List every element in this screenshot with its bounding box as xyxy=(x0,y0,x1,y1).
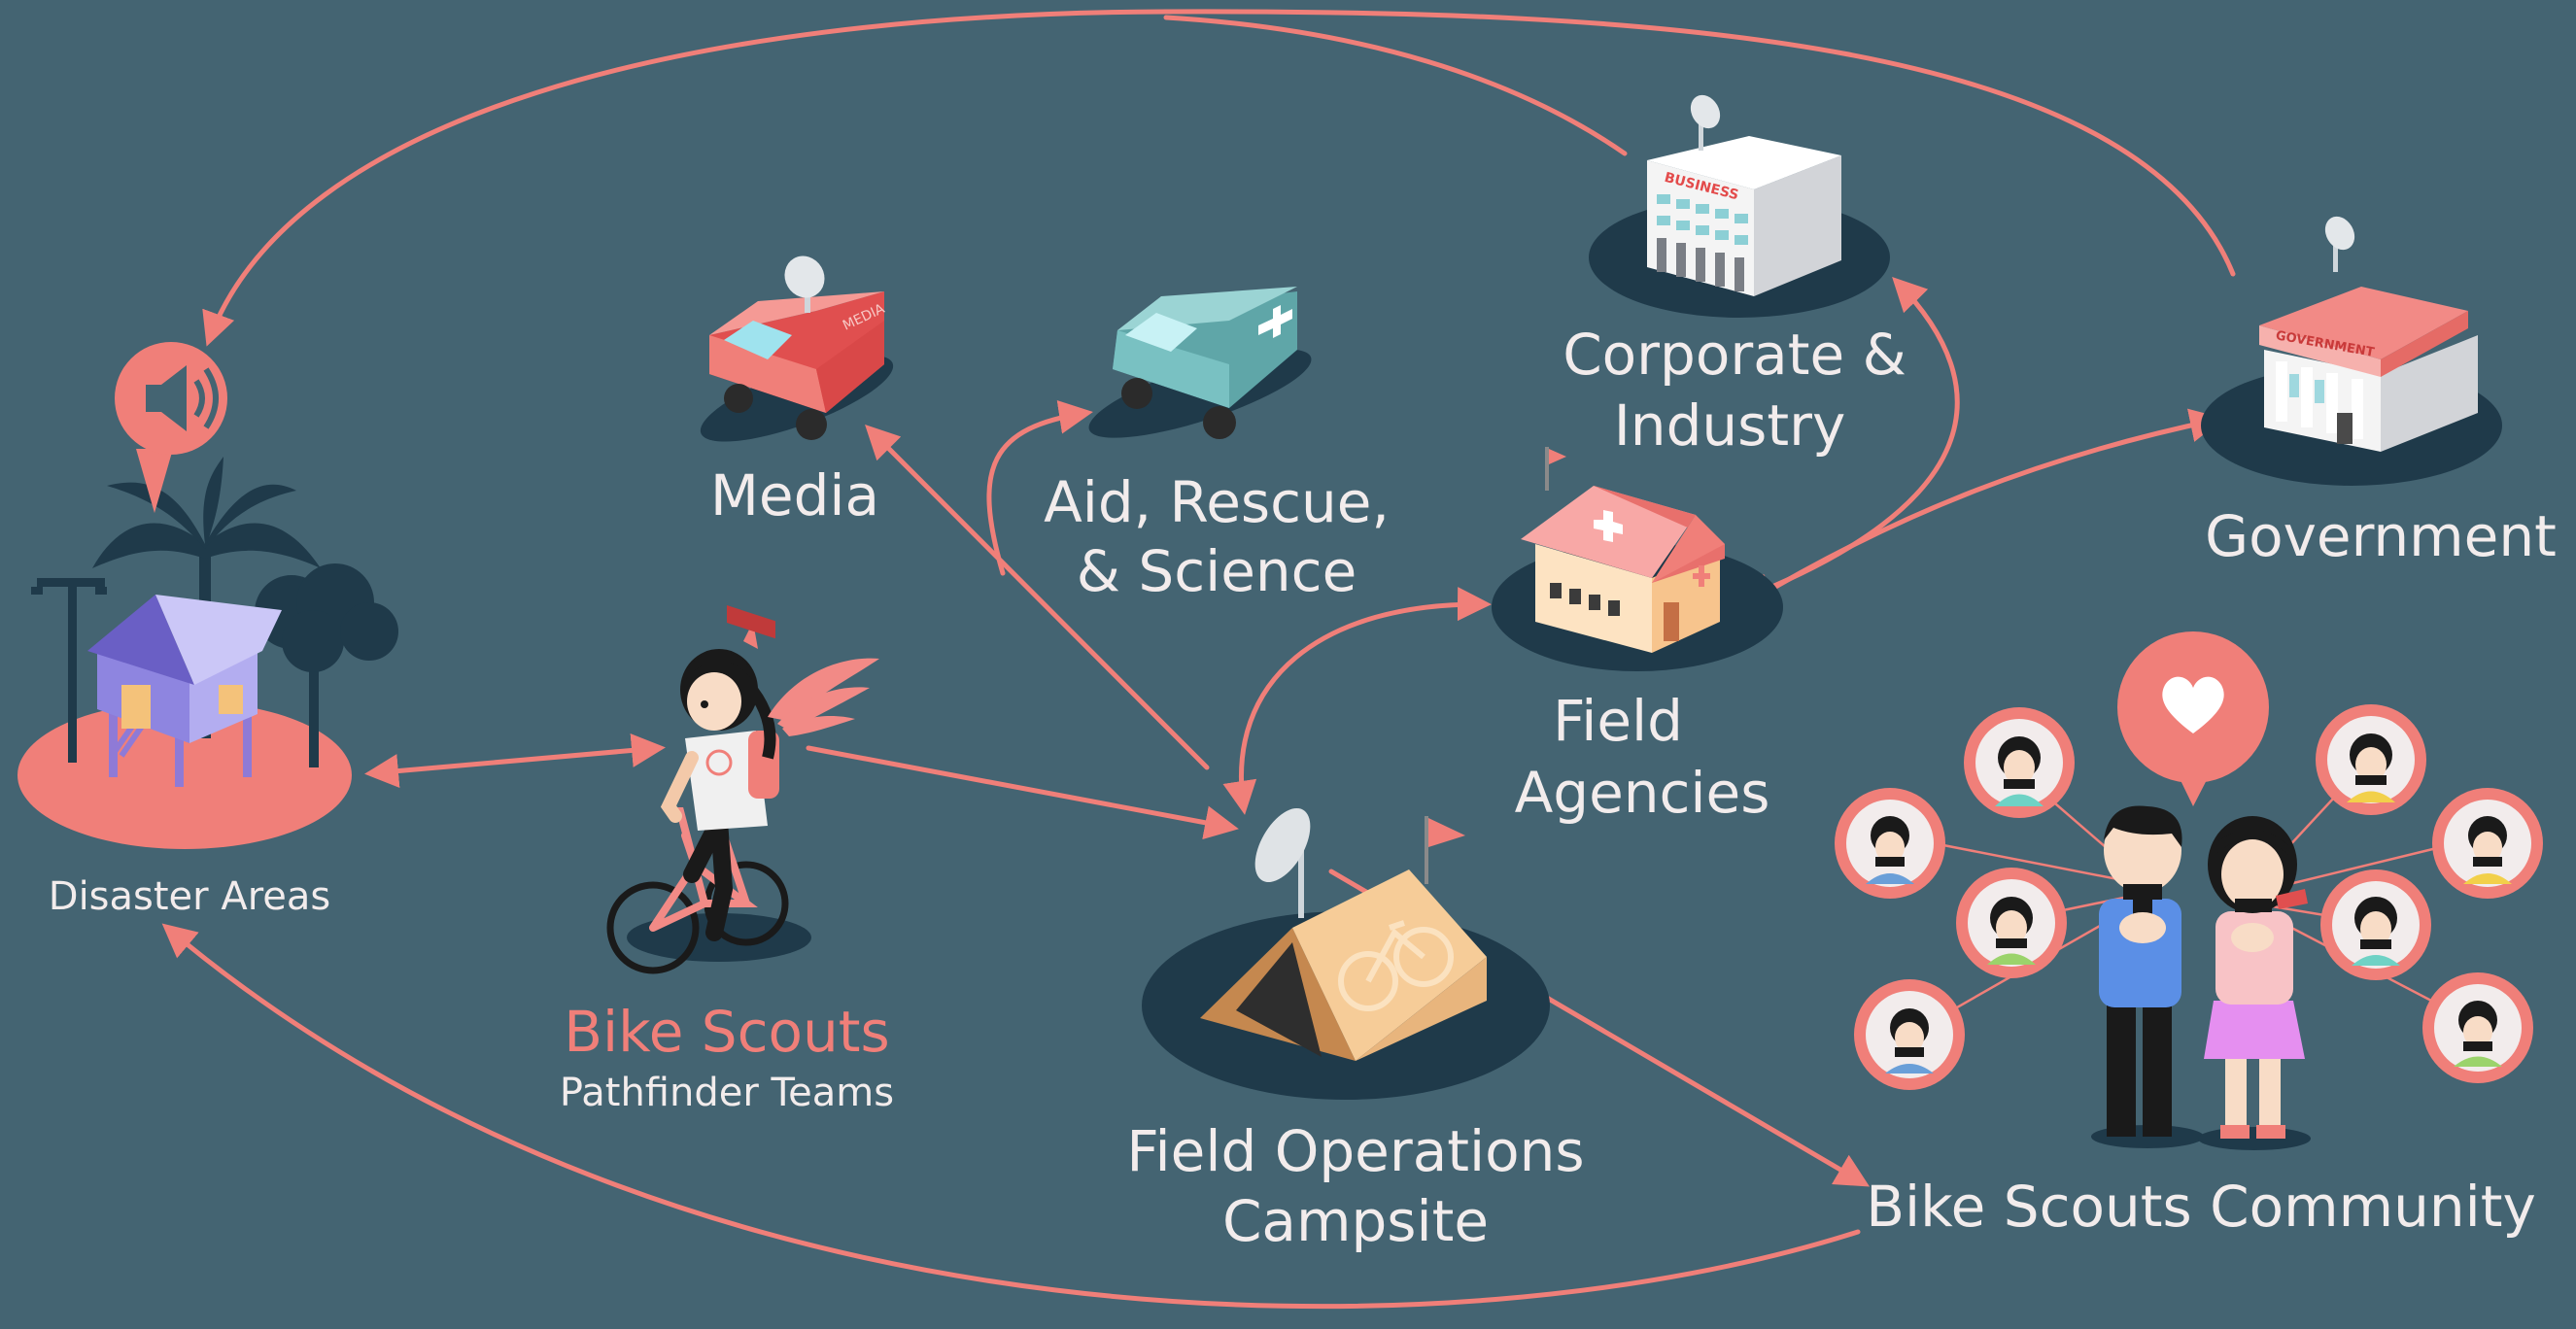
connection-arrows xyxy=(161,9,2236,1310)
avatar xyxy=(1956,868,2067,978)
avatar xyxy=(1964,707,2075,818)
business-building-icon: BUSINESS xyxy=(1589,94,1890,318)
bike-scout-cyclist-icon xyxy=(606,622,879,974)
label-pathfinder-teams: Pathfinder Teams xyxy=(560,1071,894,1115)
ambulance-icon xyxy=(1088,287,1312,439)
street-lamp-icon xyxy=(31,578,107,763)
stilt-house-icon xyxy=(87,595,282,787)
arrow-campsite-agencies xyxy=(1222,587,1492,815)
bike-logo-icon xyxy=(1338,920,1454,1011)
field-agency-building-icon xyxy=(1492,447,1783,671)
disaster-areas-node xyxy=(17,342,398,849)
media-van-icon: MEDIA xyxy=(700,256,894,639)
community-avatars xyxy=(1835,704,2543,1090)
arrow-disaster-scouts xyxy=(364,733,666,788)
arrow-scouts-to-campsite xyxy=(806,745,1239,840)
label-community: Bike Scouts Community xyxy=(1866,1174,2536,1240)
label-field-agencies-line2: Agencies xyxy=(1515,760,1770,826)
label-field-ops-line2: Campsite xyxy=(1222,1188,1489,1254)
label-corporate-line1: Corporate & xyxy=(1563,322,1906,388)
man-figure-icon xyxy=(2091,805,2204,1148)
label-aid-line2: & Science xyxy=(1077,538,1357,604)
avatar xyxy=(2422,972,2533,1083)
label-aid-line1: Aid, Rescue, xyxy=(1044,469,1390,535)
heart-bubble-icon xyxy=(2117,631,2269,806)
labels: Media Aid, Rescue, & Science Corporate &… xyxy=(49,322,2557,1254)
label-field-agencies-line1: Field xyxy=(1553,688,1683,754)
woman-figure-icon xyxy=(2198,816,2311,1150)
label-corporate-line2: Industry xyxy=(1614,392,1846,459)
label-field-ops-line1: Field Operations xyxy=(1126,1118,1584,1184)
label-bike-scouts: Bike Scouts xyxy=(564,999,889,1065)
community-group xyxy=(1835,631,2543,1150)
palm-tree-icon xyxy=(92,457,321,738)
avatar xyxy=(2316,704,2426,815)
label-media: Media xyxy=(710,462,879,528)
arrow-campsite-to-media xyxy=(865,425,1210,770)
label-government: Government xyxy=(2205,503,2557,569)
arrow-corporate-to-top-loop xyxy=(1163,15,1628,156)
disaster-ground-disc xyxy=(17,701,352,849)
government-building-icon: GOVERNMENT xyxy=(2201,216,2502,486)
avatar xyxy=(1854,979,1965,1090)
label-disaster-areas: Disaster Areas xyxy=(49,874,330,919)
avatar xyxy=(2320,869,2431,980)
wing-icon xyxy=(768,658,879,736)
arrow-agencies-government xyxy=(1742,408,2224,606)
avatar xyxy=(1835,788,1945,899)
arrow-community-to-disaster xyxy=(161,923,1861,1310)
avatar xyxy=(2432,788,2543,899)
tree-icon xyxy=(255,563,398,767)
campsite-tent-icon xyxy=(1142,808,1550,1100)
arrow-top-loop-to-disaster xyxy=(202,9,2236,347)
speaker-pin-icon xyxy=(115,342,227,513)
arrow-to-aid xyxy=(986,399,1093,576)
